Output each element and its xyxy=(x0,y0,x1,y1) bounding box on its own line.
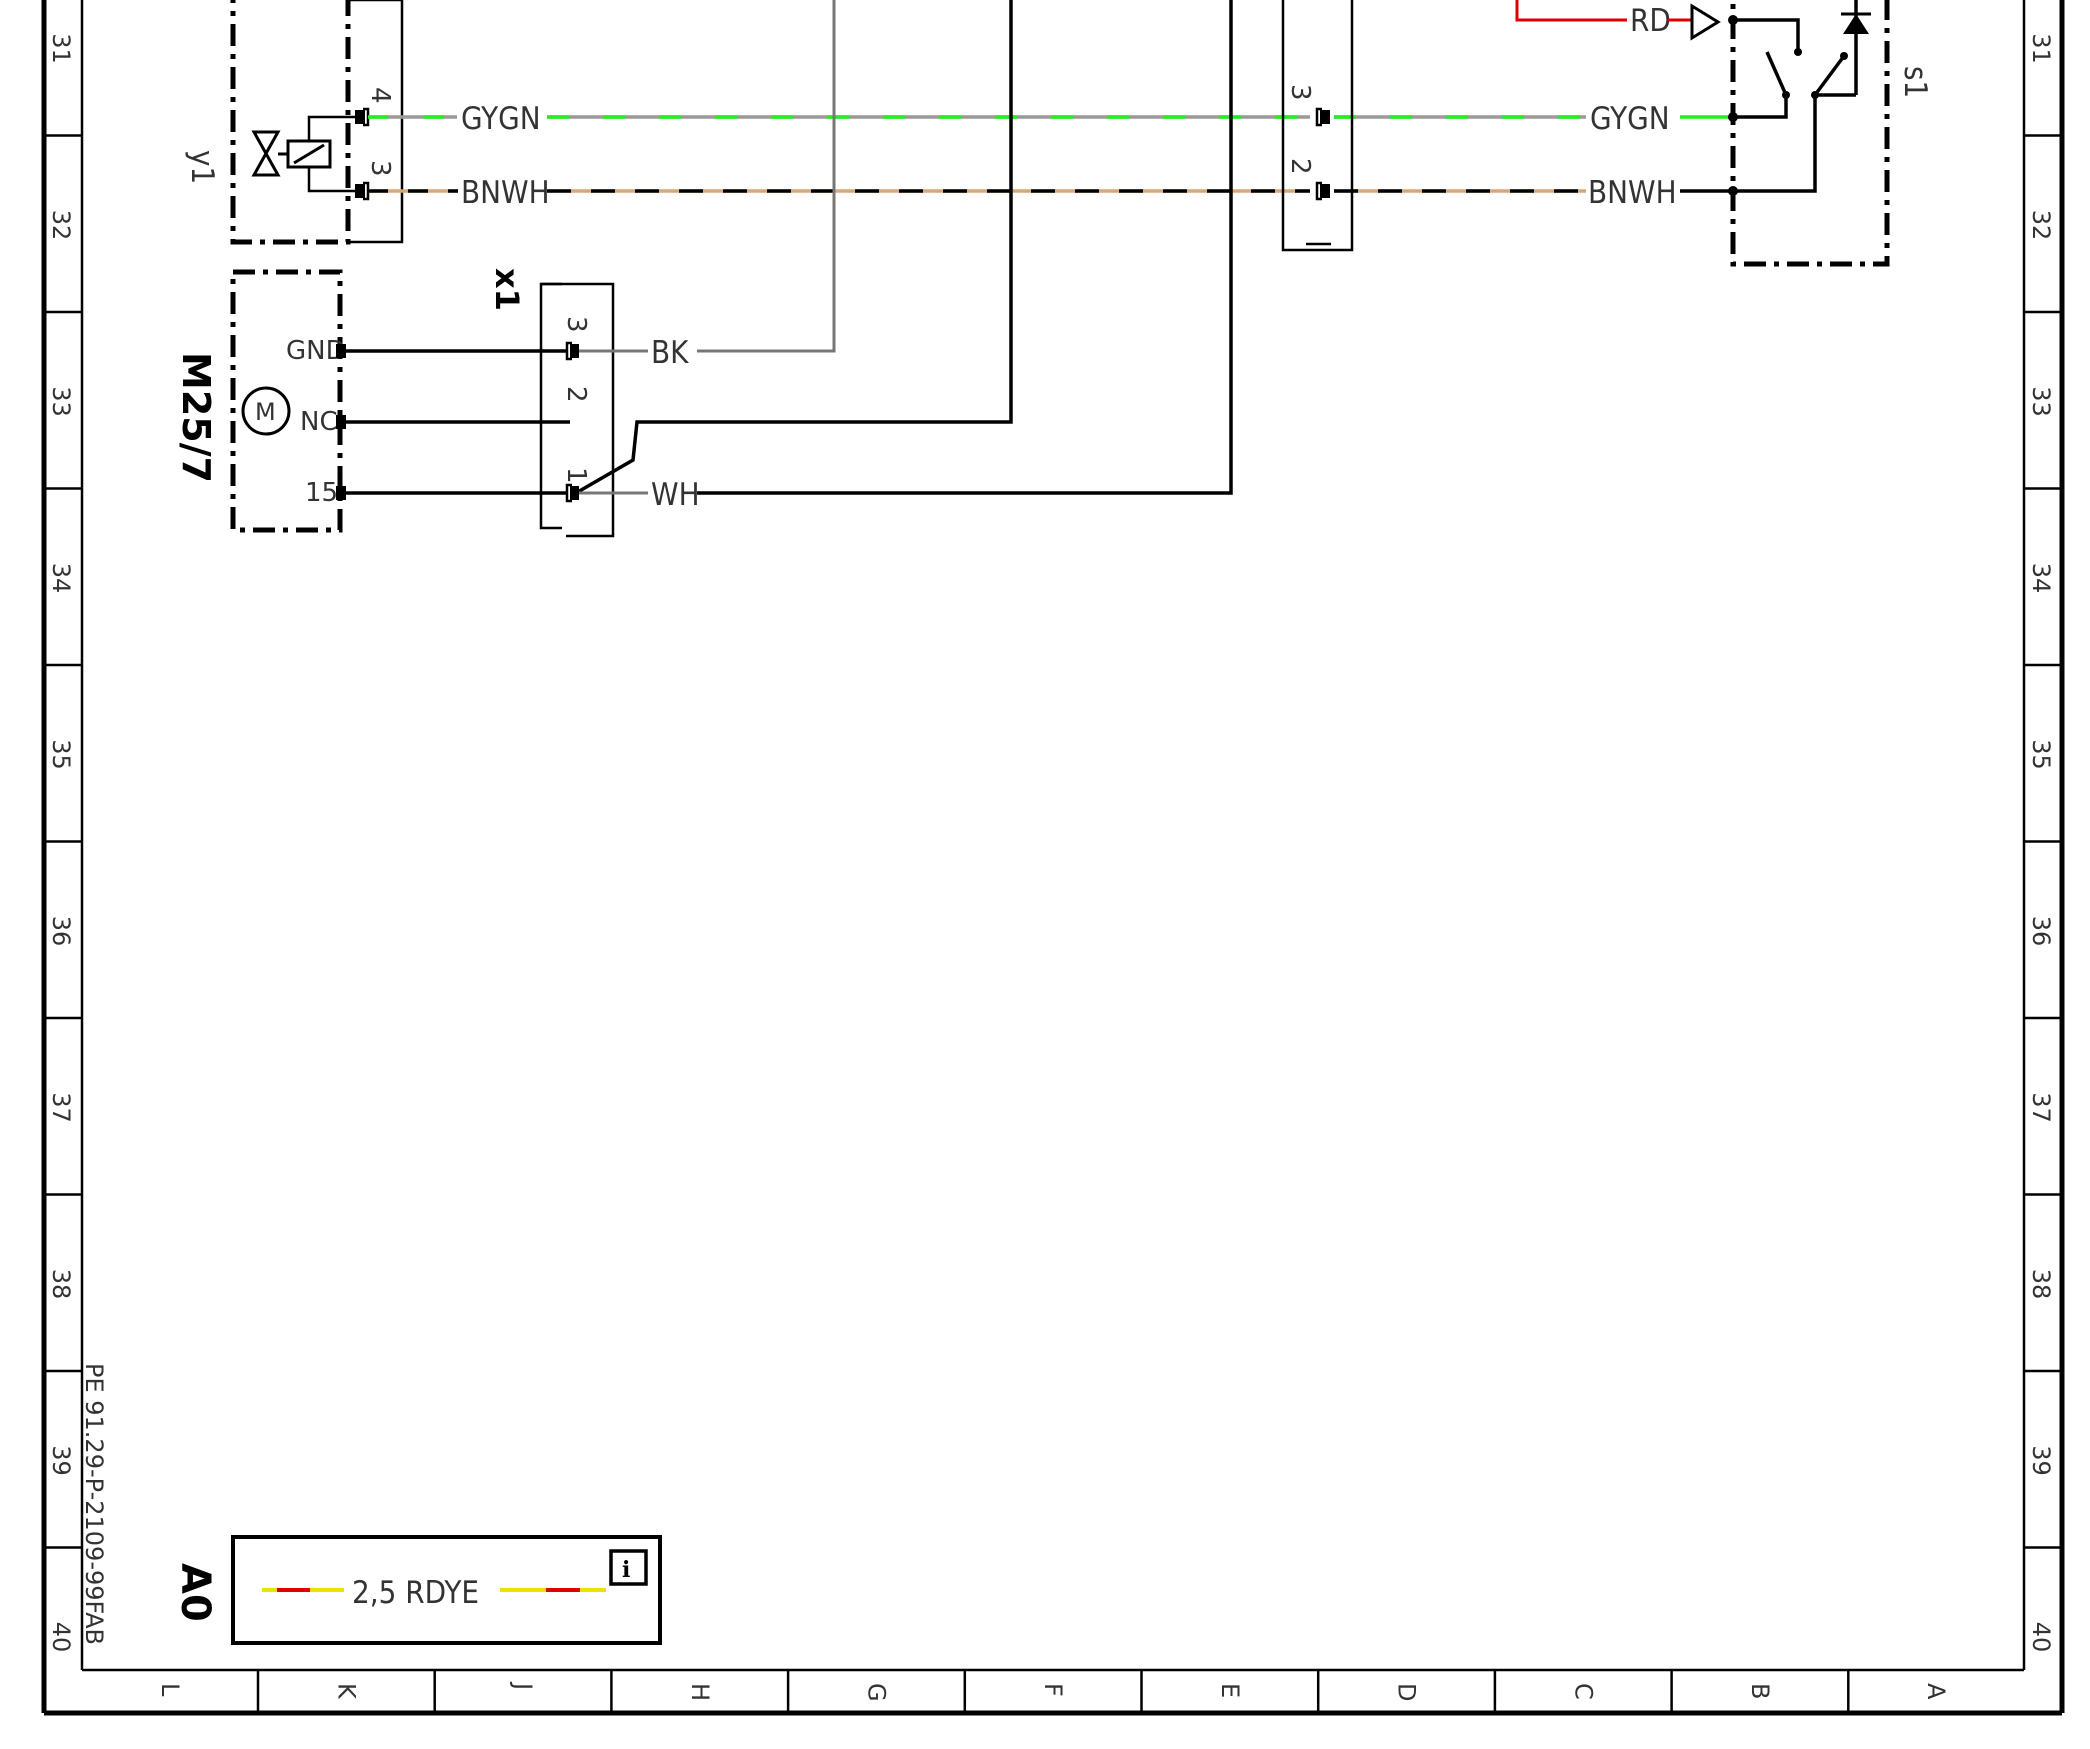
mid-connector[interactable]: 3 2 xyxy=(1281,0,1354,252)
y1-pin-3: 3 xyxy=(365,160,395,177)
row-label-right: 34 xyxy=(2027,563,2055,594)
mid-connector-pin-3: 3 xyxy=(1285,84,1315,101)
row-label-left: 37 xyxy=(47,1092,75,1123)
legend-key: A0 xyxy=(172,1563,218,1622)
x1-pin-1: 1 xyxy=(561,467,591,484)
row-label-left: 36 xyxy=(47,916,75,947)
y1-label: y1 xyxy=(184,150,220,184)
x1-pin-2: 2 xyxy=(561,386,591,403)
component-s1[interactable]: s1 RD xyxy=(1515,0,1933,267)
y1-boundary xyxy=(230,0,351,245)
wire-gygn[interactable]: GYGN GYGN xyxy=(368,95,1788,137)
wire-gygn-label-right: GYGN xyxy=(1590,101,1670,137)
mid-terminal-3 xyxy=(1315,107,1330,127)
row-label-left: 31 xyxy=(47,33,75,64)
info-icon[interactable]: i xyxy=(609,1549,648,1586)
diode-icon xyxy=(1815,0,1871,97)
column-label: G xyxy=(862,1683,890,1702)
wire-x1-return xyxy=(575,0,1013,495)
y1-terminal-3 xyxy=(355,181,370,201)
m25-7-pin-15: 15 xyxy=(305,478,338,508)
wire-rd-label: RD xyxy=(1630,3,1671,39)
row-label-right: 39 xyxy=(2027,1445,2055,1476)
y1-terminal-4 xyxy=(355,107,370,127)
row-label-left: 38 xyxy=(47,1269,75,1300)
column-label: B xyxy=(1746,1683,1774,1699)
wire-bnwh-label-left: BNWH xyxy=(461,175,550,211)
legend-box xyxy=(231,1535,662,1645)
svg-text:M: M xyxy=(255,398,276,426)
row-label-left: 39 xyxy=(47,1445,75,1476)
column-label: H xyxy=(686,1683,714,1701)
mid-connector-housing xyxy=(1281,0,1354,252)
y1-connector-housing xyxy=(348,0,404,244)
row-label-left: 35 xyxy=(47,739,75,770)
x1-housing-right xyxy=(541,282,615,538)
document-id: PE 91.29-P-2109-99FAB xyxy=(80,1363,108,1645)
x1-label: x1 xyxy=(488,268,526,311)
row-label-right: 32 xyxy=(2027,210,2055,241)
svg-text:i: i xyxy=(622,1557,630,1583)
column-label: K xyxy=(332,1683,360,1700)
column-label: A xyxy=(1922,1683,1950,1700)
switch-icon xyxy=(1733,18,1848,99)
row-label-left: 34 xyxy=(47,563,75,594)
row-labels-left: 31 32 33 34 35 36 37 38 39 40 xyxy=(47,33,75,1652)
row-label-right: 40 xyxy=(2027,1622,2055,1653)
component-m25-7[interactable]: M25/7 M GND NC 15 xyxy=(174,269,346,533)
wire-bk[interactable]: BK xyxy=(579,0,836,371)
wire-wh[interactable]: WH xyxy=(579,0,1233,513)
row-label-right: 37 xyxy=(2027,1092,2055,1123)
legend-wire-label: 2,5 RDYE xyxy=(352,1575,479,1611)
component-y1[interactable]: y1 4 3 xyxy=(184,0,404,245)
column-label: C xyxy=(1569,1683,1597,1700)
y1-pin-4: 4 xyxy=(365,87,395,104)
component-x1[interactable]: x1 3 2 1 xyxy=(488,268,615,538)
motor-icon: M xyxy=(241,386,291,436)
m25-7-pin-gnd: GND xyxy=(286,336,346,366)
wire-m25-x1 xyxy=(346,349,570,495)
column-label: J xyxy=(509,1681,537,1690)
m25-7-boundary xyxy=(230,269,343,533)
s1-label: s1 xyxy=(1897,66,1933,98)
row-label-right: 38 xyxy=(2027,1269,2055,1300)
row-labels-right: 31 32 33 34 35 36 37 38 39 40 xyxy=(2027,33,2055,1652)
row-label-right: 36 xyxy=(2027,916,2055,947)
column-label: L xyxy=(156,1683,184,1697)
row-label-right: 35 xyxy=(2027,739,2055,770)
wire-bnwh-label-right: BNWH xyxy=(1588,175,1677,211)
row-label-left: 33 xyxy=(47,386,75,417)
x1-pin-3: 3 xyxy=(561,316,591,333)
drawing-frame xyxy=(41,0,2065,1716)
mid-connector-pin-2: 2 xyxy=(1285,158,1315,175)
wire-bk-label: BK xyxy=(651,335,689,371)
wire-wh-label: WH xyxy=(651,477,700,513)
column-grid-ticks xyxy=(256,1670,1850,1713)
valve-icon xyxy=(251,115,363,193)
row-grid-ticks xyxy=(44,134,2062,1549)
column-label: D xyxy=(1393,1683,1421,1701)
wire-bnwh[interactable]: BNWH BNWH xyxy=(368,95,1817,211)
m25-7-pin-nc: NC xyxy=(300,407,338,437)
column-label: E xyxy=(1216,1683,1244,1698)
row-label-right: 33 xyxy=(2027,386,2055,417)
wire-gygn-label-left: GYGN xyxy=(461,101,541,137)
m25-7-label: M25/7 xyxy=(174,352,218,483)
x1-terminal-3 xyxy=(565,341,579,361)
s1-boundary xyxy=(1730,0,1890,267)
row-label-left: 40 xyxy=(47,1622,75,1653)
legend-a0[interactable]: A0 2,5 RDYE i xyxy=(172,1535,662,1645)
mid-terminal-2 xyxy=(1315,181,1330,201)
column-label: F xyxy=(1039,1683,1067,1697)
row-label-left: 32 xyxy=(47,210,75,241)
row-label-right: 31 xyxy=(2027,33,2055,64)
